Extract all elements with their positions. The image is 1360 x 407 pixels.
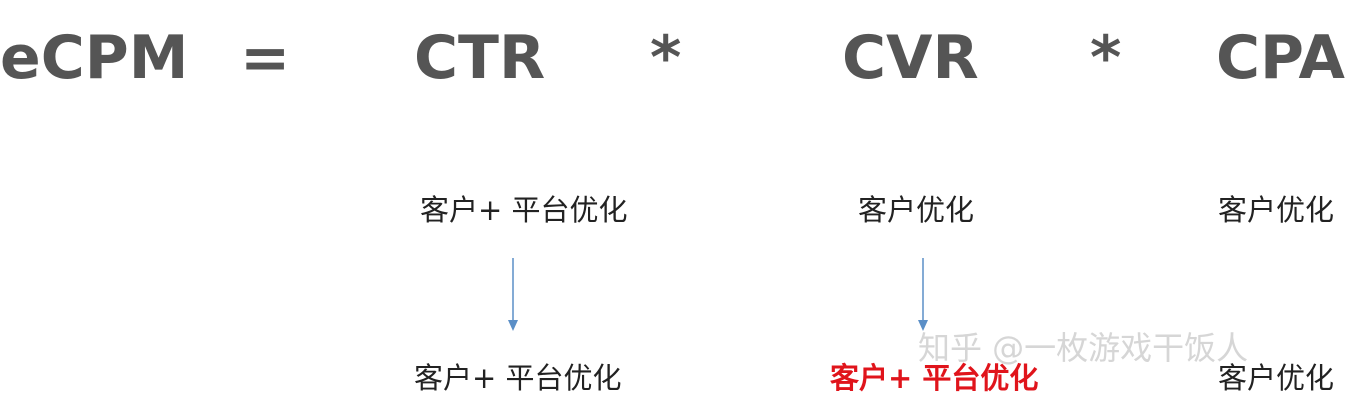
formula-cvr: CVR — [842, 23, 979, 93]
cvr-optimizer-before: 客户优化 — [858, 193, 975, 227]
cpa-optimizer-before: 客户优化 — [1218, 193, 1335, 227]
down-arrow-icon-ctr — [508, 258, 518, 331]
ctr-optimizer-after: 客户+ 平台优化 — [414, 361, 622, 395]
formula-ecpm: eCPM — [0, 23, 189, 93]
formula-ctr: CTR — [414, 23, 546, 93]
down-arrow-icon-cvr — [918, 258, 928, 331]
formula-multiply-sign-1: * — [650, 23, 682, 93]
formula-multiply-sign-2: * — [1090, 23, 1122, 93]
cpa-optimizer-after: 客户优化 — [1218, 361, 1335, 395]
cvr-optimizer-after-highlighted: 客户+ 平台优化 — [830, 361, 1039, 395]
formula-equals-sign: = — [240, 23, 291, 93]
formula-cpa: CPA — [1216, 23, 1345, 93]
ctr-optimizer-before: 客户+ 平台优化 — [420, 193, 628, 227]
watermark: 知乎 @一枚游戏干饭人 — [918, 329, 1249, 367]
